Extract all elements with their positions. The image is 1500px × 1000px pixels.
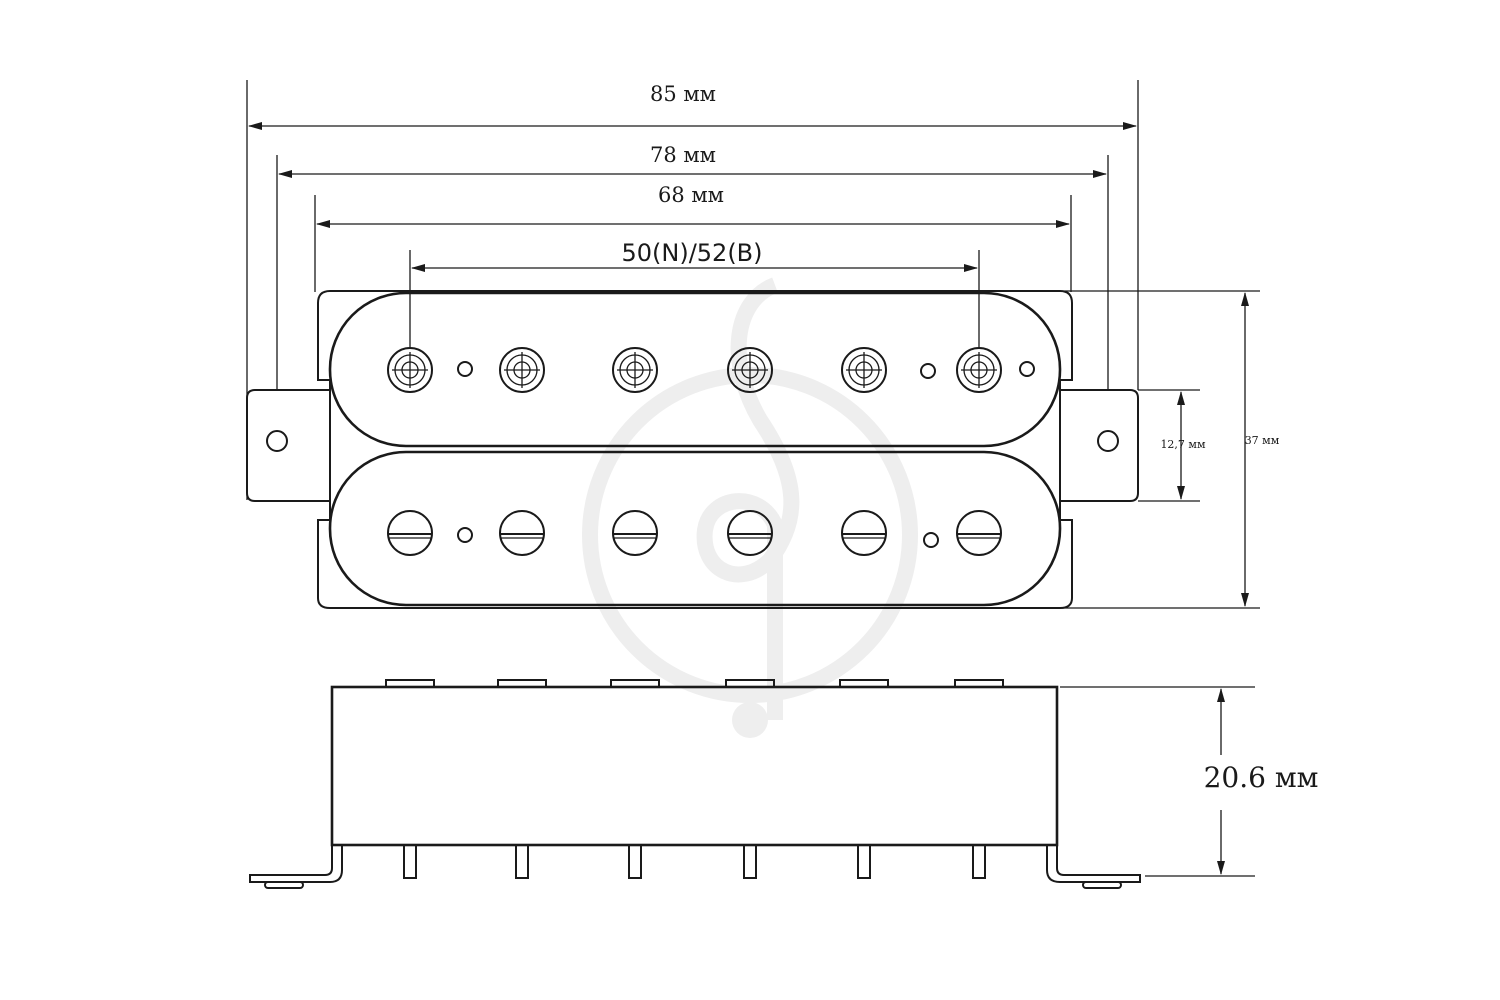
label-cover-width: 68 мм bbox=[658, 183, 724, 207]
label-ear-height: 12,7 мм bbox=[1160, 438, 1206, 451]
side-pole-top bbox=[610, 679, 660, 688]
label-total-height: 37 мм bbox=[1245, 434, 1280, 447]
pole-piece-screw bbox=[956, 347, 1002, 393]
foot-right bbox=[1046, 845, 1141, 883]
cover-hole bbox=[923, 532, 939, 548]
dimension-labels: 85 мм 78 мм 68 мм 50(N)/52(B) 12,7 мм 37… bbox=[621, 82, 1318, 794]
pickup-top-view bbox=[246, 290, 1139, 609]
pole-piece-screw bbox=[387, 347, 433, 393]
pole-pieces-lower bbox=[387, 510, 1002, 556]
side-leg bbox=[515, 844, 529, 879]
side-leg bbox=[403, 844, 417, 879]
dimension-lines bbox=[248, 122, 1249, 875]
pole-piece-slug bbox=[841, 510, 887, 556]
label-pole-spacing: 50(N)/52(B) bbox=[621, 239, 762, 267]
side-pole-top bbox=[725, 679, 775, 688]
foot-left bbox=[249, 845, 343, 883]
cover-hole bbox=[457, 527, 473, 543]
side-leg bbox=[972, 844, 986, 879]
extension-lines bbox=[246, 80, 1260, 877]
mount-ear-right bbox=[1060, 389, 1139, 502]
foot-screw-left bbox=[264, 881, 304, 889]
side-pole-tops bbox=[385, 679, 1004, 688]
foot-screw-right bbox=[1082, 881, 1122, 889]
pole-pieces-upper bbox=[387, 347, 1002, 393]
side-body bbox=[330, 685, 1059, 847]
mount-hole-left bbox=[266, 430, 288, 452]
pole-piece-slug bbox=[499, 510, 545, 556]
pole-piece-screw bbox=[499, 347, 545, 393]
cover-hole bbox=[457, 361, 473, 377]
side-legs bbox=[403, 844, 986, 879]
pole-piece-screw bbox=[727, 347, 773, 393]
coil-upper bbox=[328, 291, 1062, 448]
label-mounting-holes: 78 мм bbox=[650, 143, 716, 167]
side-leg bbox=[743, 844, 757, 879]
pole-piece-slug bbox=[956, 510, 1002, 556]
side-leg bbox=[628, 844, 642, 879]
label-overall-width: 85 мм bbox=[650, 82, 716, 106]
pickup-side-view bbox=[249, 679, 1141, 889]
cover-hole bbox=[920, 363, 936, 379]
pole-piece-screw bbox=[612, 347, 658, 393]
pole-piece-screw bbox=[841, 347, 887, 393]
coil-lower bbox=[328, 450, 1062, 607]
cover-hole bbox=[1019, 361, 1035, 377]
mount-ear-left bbox=[246, 389, 330, 502]
pole-piece-slug bbox=[387, 510, 433, 556]
pole-piece-slug bbox=[727, 510, 773, 556]
side-pole-top bbox=[954, 679, 1004, 688]
mount-hole-right bbox=[1097, 430, 1119, 452]
pole-piece-slug bbox=[612, 510, 658, 556]
side-leg bbox=[857, 844, 871, 879]
label-depth: 20.6 мм bbox=[1204, 761, 1319, 794]
side-pole-top bbox=[497, 679, 547, 688]
side-pole-top bbox=[839, 679, 889, 688]
side-pole-top bbox=[385, 679, 435, 688]
